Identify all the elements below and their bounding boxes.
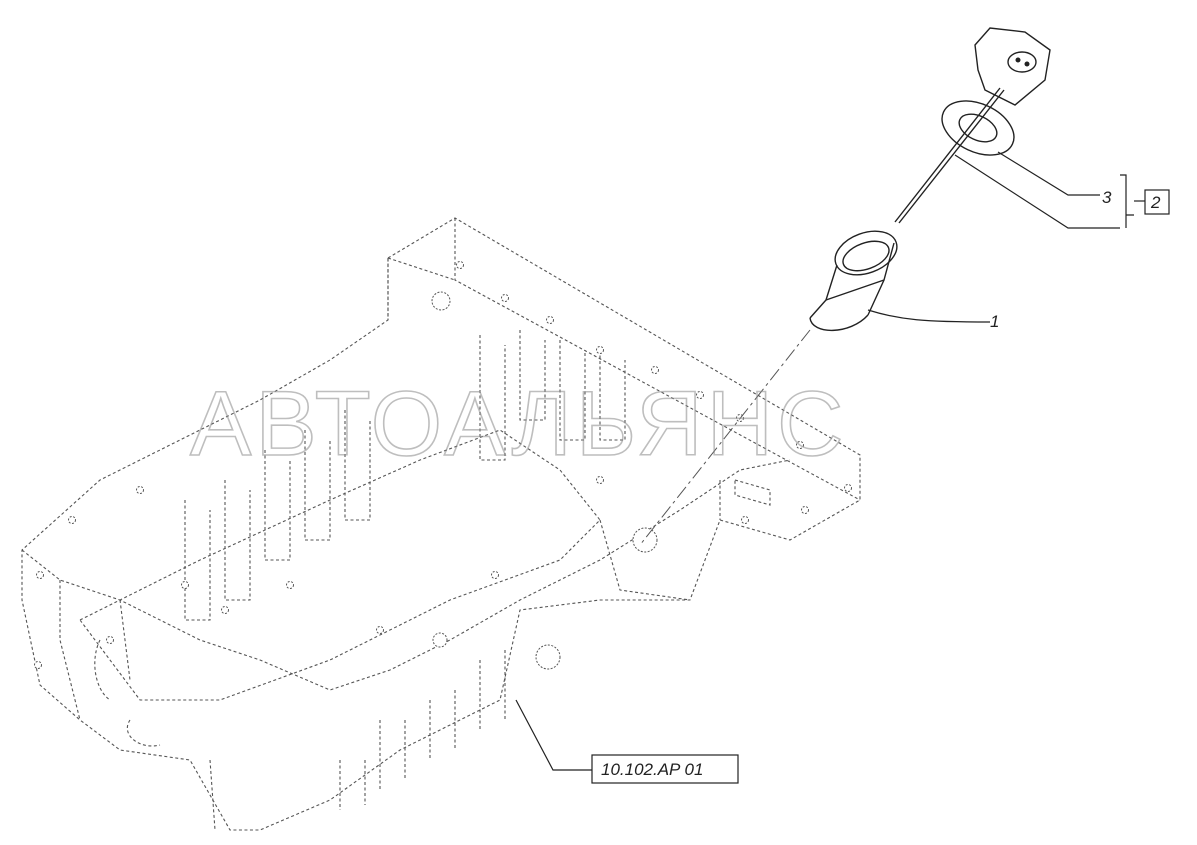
oil-sump-housing [21, 217, 861, 831]
callout-1: 1 [990, 312, 999, 331]
filler-tube [809, 230, 991, 332]
callout-3: 3 [1102, 188, 1112, 207]
reference-callout: 10.102.AP 01 [515, 699, 739, 784]
reference-label: 10.102.AP 01 [601, 760, 703, 779]
dipstick-assembly [894, 27, 1145, 229]
callout-2-box: 2 [1144, 189, 1170, 215]
assembly-centerline [639, 329, 811, 546]
callout-2: 2 [1150, 193, 1161, 212]
watermark: АВТОАЛЬЯНС [190, 373, 848, 475]
